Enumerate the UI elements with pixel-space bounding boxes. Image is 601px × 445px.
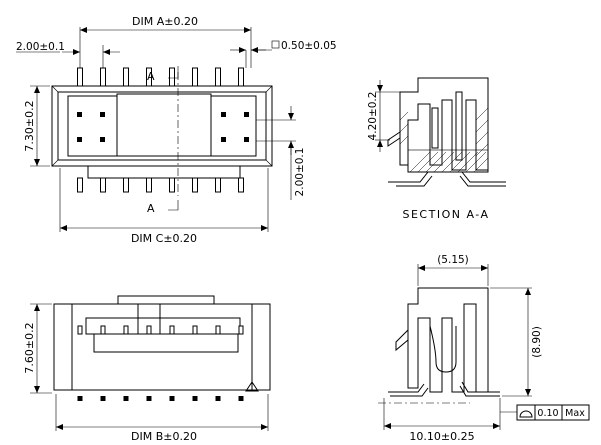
section-a-a: 4.20±0.2 SECTION A-A	[367, 77, 506, 221]
pin-top-1	[77, 67, 83, 87]
profile-surface-icon	[519, 410, 533, 418]
front-view: 7.60±0.2 DIM B±0.20	[23, 295, 271, 443]
front-pin-1	[77, 396, 83, 401]
tooth-4	[146, 325, 152, 335]
tooth-5	[169, 325, 175, 335]
tooth-8	[238, 325, 244, 335]
pin-top-7	[215, 67, 221, 87]
tooth-6	[192, 325, 198, 335]
front-pin-6	[192, 396, 198, 401]
front-pin-5	[169, 396, 175, 401]
dim-a-label: DIM A±0.20	[132, 15, 198, 28]
front-pin-8	[238, 396, 244, 401]
flatness-value: 0.10	[537, 408, 558, 419]
flatness-callout: 0.10 Max	[500, 404, 590, 421]
front-pin-3	[123, 396, 129, 401]
square-symbol	[271, 40, 280, 49]
pitch-label: 2.00±0.1	[16, 41, 65, 53]
tooth-7	[215, 325, 221, 335]
width-1010-label: 10.10±0.25	[409, 430, 474, 443]
tooth-1	[77, 325, 83, 335]
pin-bottom-4	[146, 177, 152, 193]
section-mark-bottom: A	[147, 202, 155, 215]
pin-top-5	[169, 67, 175, 87]
pin-bottom-1	[77, 177, 83, 193]
ref-890-label: (8.90)	[531, 326, 543, 358]
height-730-label: 7.30±0.2	[23, 100, 36, 151]
pin-top-8	[238, 67, 244, 87]
pin-width-label: 0.50±0.05	[281, 40, 337, 52]
pin-bottom-3	[123, 177, 129, 193]
top-pins	[77, 67, 244, 87]
section-title: SECTION A-A	[403, 208, 490, 221]
dim-b-label: DIM B±0.20	[131, 430, 197, 443]
pin-top-3	[123, 67, 129, 87]
front-pin-4	[146, 396, 152, 401]
front-pin-2	[100, 396, 106, 401]
pitch-vertical-label: 2.00±0.1	[294, 148, 306, 197]
pin-bottom-8	[238, 177, 244, 193]
pin-top-6	[192, 67, 198, 87]
top-view: DIM A±0.20 2.00±0.1 0.50±0.05	[16, 15, 337, 245]
bottom-pins	[77, 177, 244, 193]
pin-bottom-2	[100, 177, 106, 193]
pin-bottom-6	[192, 177, 198, 193]
ref-515-label: (5.15)	[437, 254, 469, 266]
pin-top-2	[100, 67, 106, 87]
front-pins	[77, 396, 244, 401]
dim-c-label: DIM C±0.20	[131, 232, 197, 245]
flatness-max: Max	[565, 408, 585, 419]
section-mark-top: A	[147, 70, 155, 83]
tooth-2	[100, 325, 106, 335]
front-teeth	[77, 325, 244, 335]
front-pin-7	[215, 396, 221, 401]
tooth-3	[123, 325, 129, 335]
side-view: (5.15) (8.90) 10.10±0.25 0.10 Max	[378, 254, 590, 443]
section-height-label: 4.20±0.2	[367, 92, 379, 141]
height-760-label: 7.60±0.2	[23, 322, 36, 373]
pin-bottom-7	[215, 177, 221, 193]
pin-bottom-5	[169, 177, 175, 193]
